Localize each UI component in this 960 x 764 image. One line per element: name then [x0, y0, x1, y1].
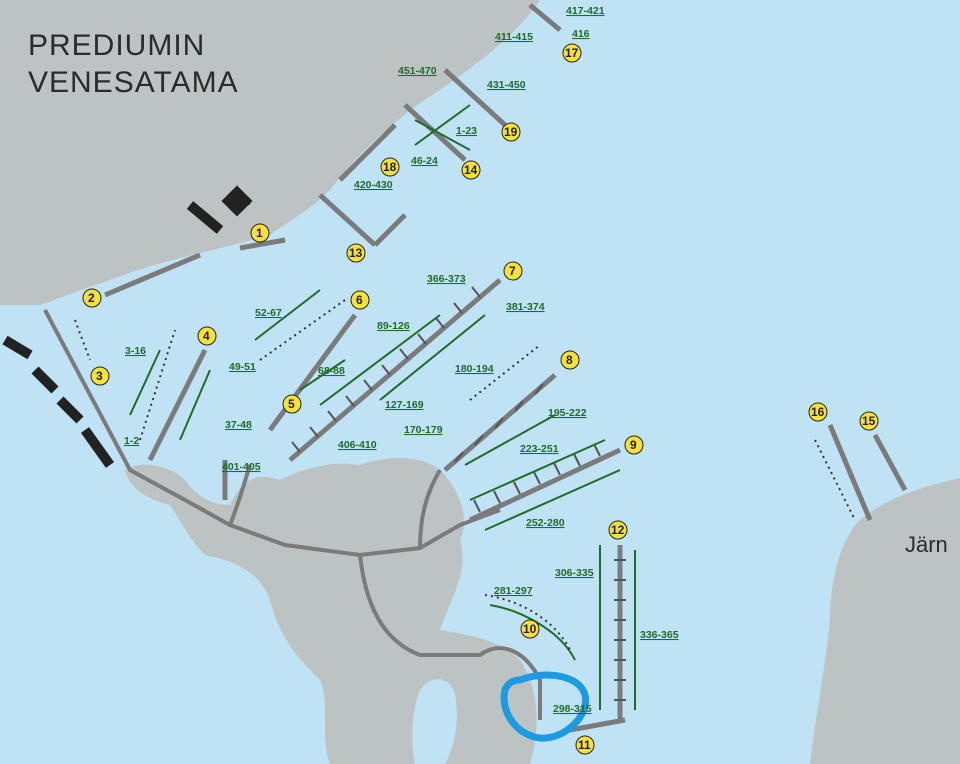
land-north — [0, 0, 540, 305]
svg-text:170-179: 170-179 — [404, 424, 443, 436]
berth-labels: 417-421 411-415 416 451-470 431-450 1-23… — [124, 5, 679, 715]
svg-text:336-365: 336-365 — [640, 629, 679, 641]
markers: 1 2 3 4 5 6 7 8 9 10 11 12 13 14 15 16 1… — [82, 43, 879, 755]
svg-text:8: 8 — [566, 353, 573, 367]
marker-1: 1 — [250, 223, 270, 243]
marker-15: 15 — [859, 411, 879, 431]
svg-text:6: 6 — [356, 293, 363, 307]
svg-text:52-67: 52-67 — [255, 307, 282, 319]
svg-text:3: 3 — [96, 369, 103, 383]
svg-text:180-194: 180-194 — [455, 363, 494, 375]
svg-text:401-405: 401-405 — [222, 461, 261, 473]
place-label: Järn — [905, 532, 948, 557]
svg-text:298-315: 298-315 — [553, 703, 592, 715]
svg-text:7: 7 — [509, 264, 516, 278]
svg-text:14: 14 — [464, 163, 478, 177]
direction-arrows — [129, 104, 636, 710]
marker-18: 18 — [380, 157, 400, 177]
pier-ticks — [291, 286, 626, 701]
land-peninsula — [125, 458, 537, 764]
svg-text:195-222: 195-222 — [548, 407, 587, 419]
svg-text:37-48: 37-48 — [225, 419, 252, 431]
marker-4: 4 — [197, 326, 217, 346]
svg-text:366-373: 366-373 — [427, 273, 466, 285]
svg-text:1-2: 1-2 — [124, 435, 139, 447]
marker-2: 2 — [82, 288, 102, 308]
marker-19: 19 — [501, 122, 521, 142]
marker-16: 16 — [808, 402, 828, 422]
marker-12: 12 — [608, 520, 628, 540]
svg-text:12: 12 — [611, 523, 625, 537]
svg-text:431-450: 431-450 — [487, 79, 526, 91]
svg-text:19: 19 — [504, 125, 518, 139]
marker-17: 17 — [562, 43, 582, 63]
highlight-circle — [500, 671, 590, 742]
marker-13: 13 — [346, 243, 366, 263]
svg-text:18: 18 — [383, 160, 397, 174]
station-st1-marker — [221, 185, 253, 217]
land-east — [810, 478, 960, 764]
station-st1-label: St 1 — [230, 196, 250, 208]
svg-text:9: 9 — [630, 438, 637, 452]
svg-text:13: 13 — [349, 246, 363, 260]
svg-text:68-88: 68-88 — [318, 365, 345, 377]
svg-text:1: 1 — [256, 226, 263, 240]
roads — [43, 309, 542, 720]
marker-9: 9 — [624, 435, 644, 455]
marker-5: 5 — [282, 394, 302, 414]
marker-3: 3 — [90, 366, 110, 386]
svg-text:223-251: 223-251 — [520, 443, 559, 455]
svg-text:127-169: 127-169 — [385, 399, 424, 411]
marker-6: 6 — [350, 290, 370, 310]
svg-text:16: 16 — [811, 405, 825, 419]
svg-text:46-24: 46-24 — [411, 155, 438, 167]
marker-8: 8 — [560, 350, 580, 370]
breakwaters — [2, 201, 224, 468]
svg-text:10: 10 — [523, 622, 537, 636]
svg-text:4: 4 — [203, 329, 210, 343]
svg-text:411-415: 411-415 — [495, 31, 533, 43]
marker-10: 10 — [520, 619, 540, 639]
svg-text:5: 5 — [288, 397, 295, 411]
svg-text:420-430: 420-430 — [354, 179, 393, 191]
svg-text:49-51: 49-51 — [229, 361, 256, 373]
svg-text:252-280: 252-280 — [526, 517, 565, 529]
svg-text:381-374: 381-374 — [506, 301, 545, 313]
title-line2: VENESATAMA — [28, 66, 239, 99]
title-line1: PREDIUMIN — [28, 29, 205, 62]
svg-text:3-16: 3-16 — [125, 345, 146, 357]
svg-text:406-410: 406-410 — [338, 439, 377, 451]
dotted-berths — [74, 299, 856, 651]
land-islet — [412, 679, 457, 764]
svg-text:281-297: 281-297 — [494, 585, 533, 597]
svg-text:417-421: 417-421 — [566, 5, 605, 17]
svg-text:306-335: 306-335 — [555, 567, 594, 579]
svg-text:416: 416 — [572, 28, 590, 40]
svg-text:1-23: 1-23 — [456, 125, 477, 137]
piers — [104, 3, 908, 733]
marker-11: 11 — [575, 735, 595, 755]
svg-text:15: 15 — [862, 414, 876, 428]
svg-text:11: 11 — [578, 738, 591, 752]
marker-7: 7 — [503, 261, 523, 281]
svg-text:2: 2 — [88, 291, 95, 305]
svg-text:17: 17 — [565, 46, 579, 60]
marker-14: 14 — [461, 160, 481, 180]
svg-text:451-470: 451-470 — [398, 65, 437, 77]
svg-text:89-126: 89-126 — [377, 320, 410, 332]
